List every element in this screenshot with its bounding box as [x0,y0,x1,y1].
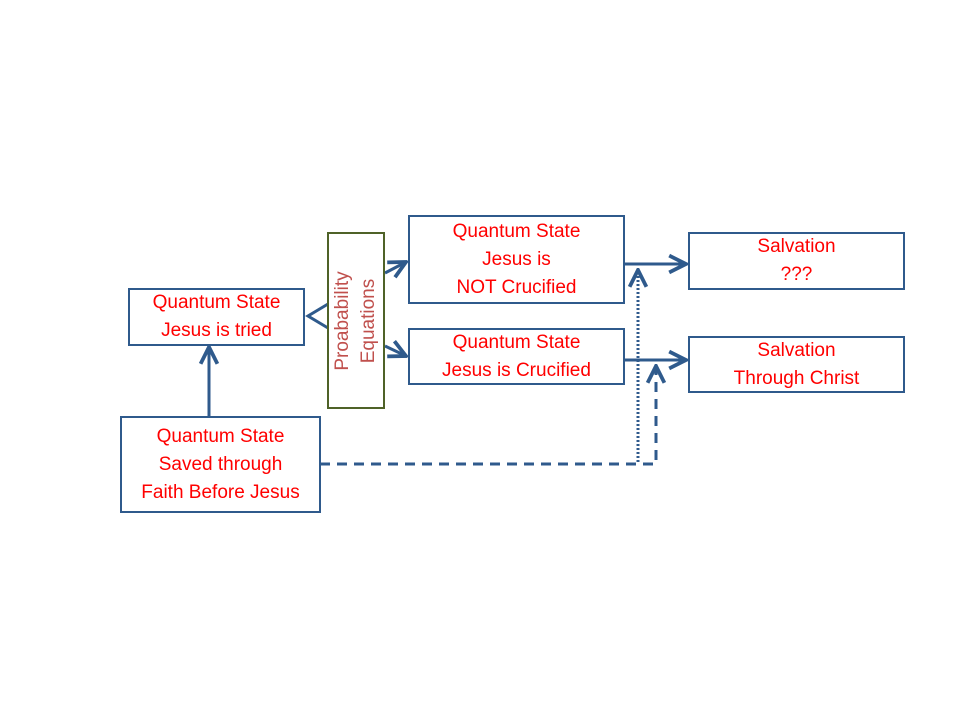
node-line: Equations [358,278,379,363]
node-line: Saved through [158,453,283,475]
node-line: Quantum State [152,292,281,313]
node-salvation-through-christ: Salvation Through Christ [688,336,905,393]
node-line: Quantum State [452,331,581,353]
probability-label: Proabability Equations [330,271,382,370]
arrow-prob-to-tried [305,302,329,330]
node-line: Jesus is [482,248,551,270]
node-line: Faith Before Jesus [141,481,300,503]
node-saved-through-faith: Quantum State Saved through Faith Before… [120,416,321,513]
node-line: Salvation [757,339,836,361]
node-line: Quantum State [452,220,581,242]
dashed-connector-saved-to-salvation-christ [320,366,656,466]
node-probability-equations: Proabability Equations [327,232,385,409]
node-salvation-unknown: Salvation ??? [688,232,905,290]
node-line: Jesus is tried [161,320,272,341]
node-not-crucified: Quantum State Jesus is NOT Crucified [408,215,625,304]
node-line: Proabability [332,270,353,371]
arrow-prob-to-crucified [384,346,406,356]
node-line: ??? [780,264,813,285]
node-line: Jesus is Crucified [442,359,591,381]
arrow-prob-to-not-crucified [384,262,406,273]
node-line: NOT Crucified [456,276,577,298]
node-line: Salvation [757,236,836,257]
node-line: Quantum State [156,425,285,447]
node-crucified: Quantum State Jesus is Crucified [408,328,625,385]
node-jesus-tried: Quantum State Jesus is tried [128,288,305,346]
node-line: Through Christ [733,367,860,389]
